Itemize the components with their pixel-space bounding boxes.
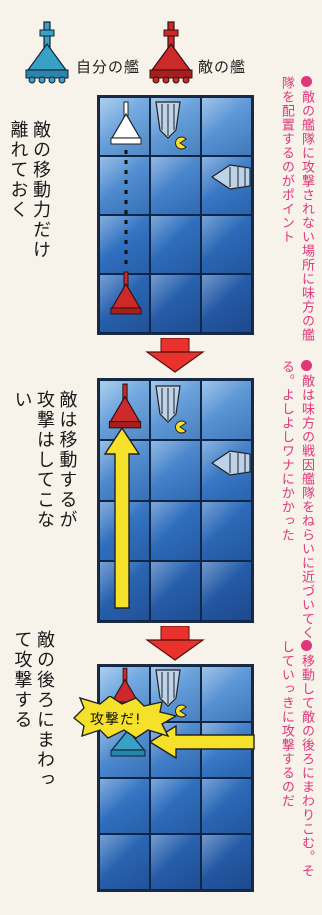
- board-cell: [150, 500, 201, 561]
- board-cell: [201, 560, 252, 621]
- explosion-icon: [72, 696, 178, 739]
- enemy-ship-icon: [155, 669, 181, 707]
- enemy-ship-icon: [149, 21, 193, 84]
- pacman-marker-icon: [175, 420, 187, 434]
- own-ship-icon: [25, 21, 69, 84]
- enemy-ship-side-icon: [210, 164, 251, 190]
- board-cell: [99, 778, 150, 834]
- board-cell: [201, 666, 252, 722]
- ghost-ship-icon: [110, 101, 142, 145]
- caption-1: 敵の移動力だけ離れておく: [7, 120, 52, 260]
- shout-text: 攻撃だ!: [90, 712, 142, 728]
- legend: 自分の艦 敵の艦: [0, 21, 322, 90]
- own-ship-blue-icon: [110, 729, 146, 757]
- board-cell: [150, 560, 201, 621]
- board-cell: [99, 156, 150, 215]
- board-cell: [201, 380, 252, 441]
- board-cell: [201, 722, 252, 778]
- yellow-arrow-icon: [103, 428, 141, 609]
- board-cell: [150, 156, 201, 215]
- board-cell: [150, 274, 201, 333]
- dotted-range-line: [124, 150, 128, 268]
- attack-shout: 攻撃だ!: [70, 696, 178, 740]
- pink-marker-icon: [300, 360, 312, 371]
- pink-marker-icon: [300, 76, 312, 87]
- legend-own-ship-label: 自分の艦: [76, 58, 141, 76]
- legend-enemy-ship-label: 敵の艦: [198, 58, 247, 76]
- arrow-down-icon: [145, 338, 205, 373]
- board-cell: [99, 834, 150, 890]
- board-cell: [201, 97, 252, 156]
- board-cell: [201, 215, 252, 274]
- enemy-ship-icon: [155, 385, 181, 423]
- pacman-marker-icon: [175, 704, 187, 718]
- board-cell: [150, 834, 201, 890]
- enemy-ship-icon: [155, 101, 181, 139]
- pink-marker-icon: [300, 640, 312, 651]
- board-cell: [150, 215, 201, 274]
- note-3: 移動して敵の後ろにまわりこむ。そしていっきに攻撃するのだ: [278, 640, 314, 878]
- board-cell: [150, 440, 201, 501]
- yellow-arrow-icon: [150, 724, 255, 760]
- pacman-marker-icon: [175, 136, 187, 150]
- board-cell: [201, 500, 252, 561]
- note-1: 敵の艦隊に攻撃されない場所に味方の艦隊を配置するのがポイント: [278, 76, 314, 342]
- board-cell: [150, 778, 201, 834]
- board-cell: [201, 778, 252, 834]
- board-cell: [201, 274, 252, 333]
- caption-3: 敵の後ろにまわって攻撃する: [11, 630, 56, 790]
- arrow-down-icon: [145, 626, 205, 661]
- note-2: 敵は味方の戦因艦隊をねらいに近づいてくる。よしよしワナにかかった: [278, 360, 314, 640]
- enemy-ship-side-icon: [210, 450, 251, 476]
- caption-2: 敵は移動するが攻撃はしてこない: [11, 390, 78, 530]
- board-cell: [201, 834, 252, 890]
- own-ship-icon: [110, 271, 142, 315]
- own-ship-icon: [108, 383, 142, 429]
